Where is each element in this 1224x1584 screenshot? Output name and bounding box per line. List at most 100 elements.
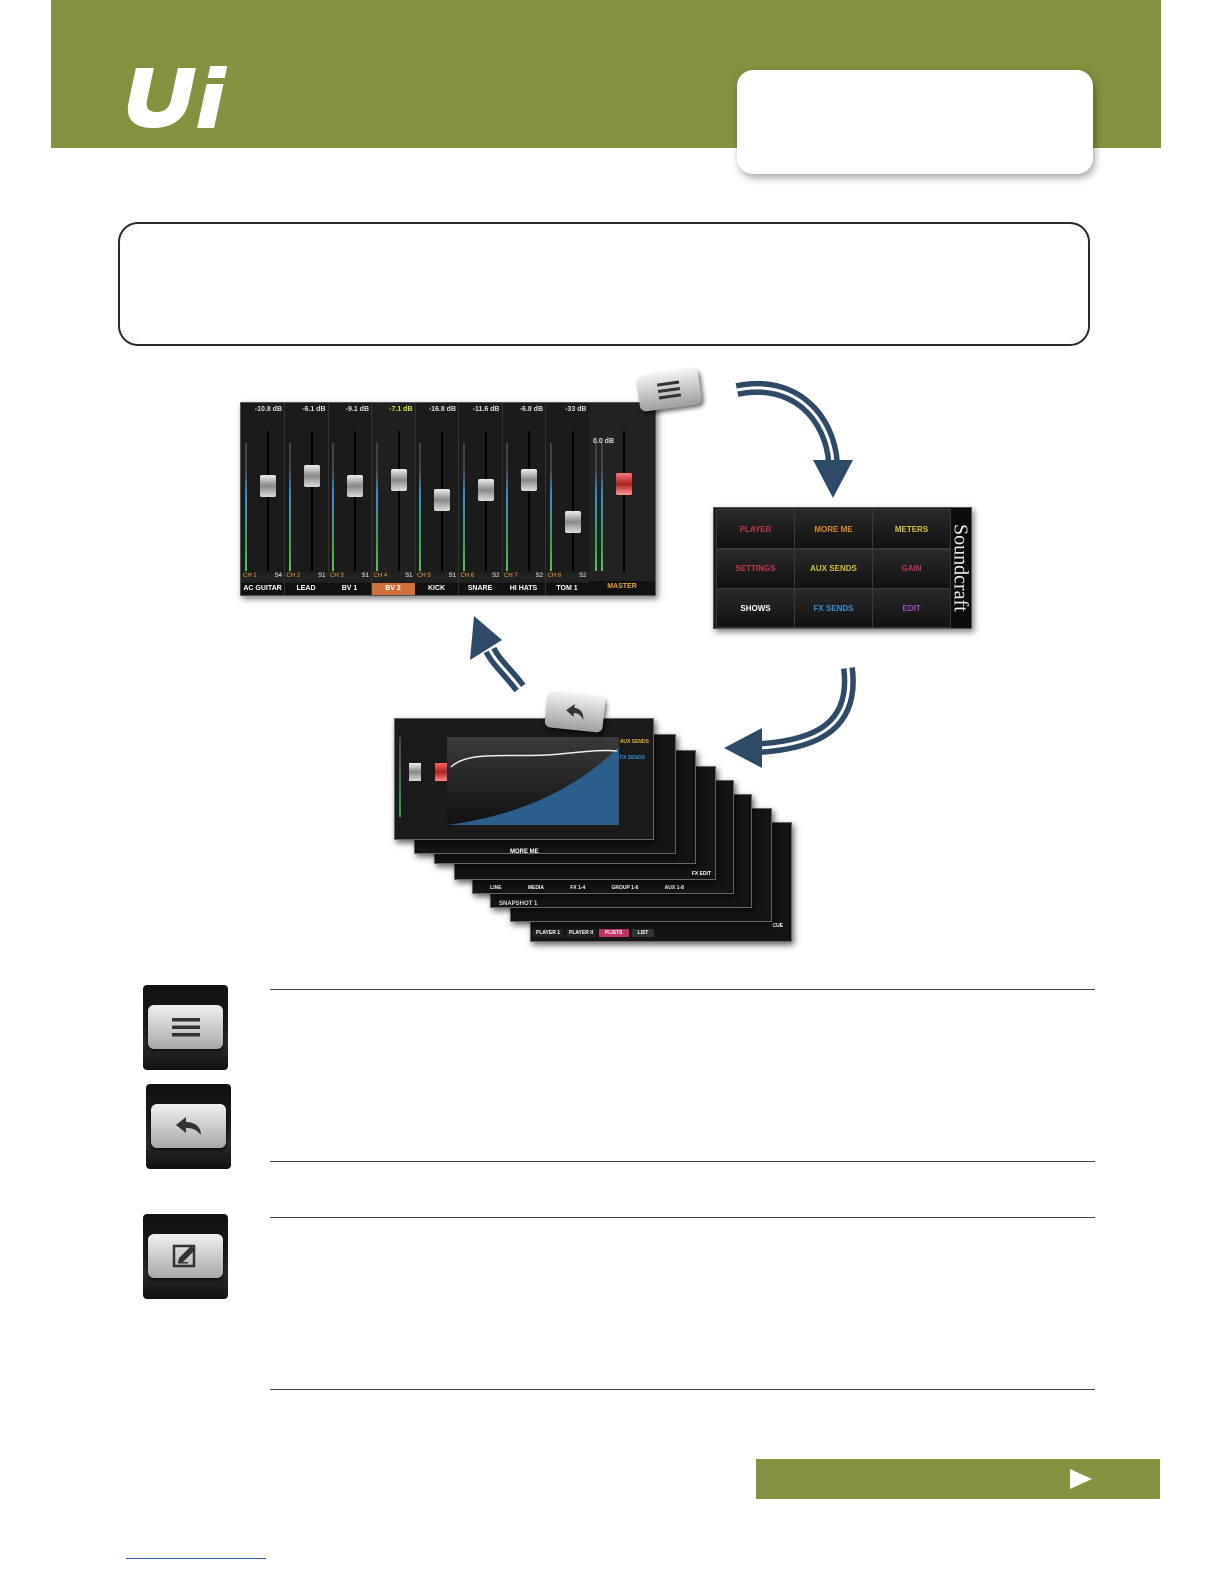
soundcraft-brand: Soundcraft xyxy=(949,508,972,628)
next-arrow-icon[interactable] xyxy=(1068,1468,1094,1490)
channel-number: CH 7 xyxy=(504,573,518,579)
source-tab: MEDIA xyxy=(527,885,544,891)
channel-route: S2 xyxy=(492,573,500,579)
channel-route: S4 xyxy=(274,573,282,579)
channel-number-row: CH 5 S1 xyxy=(415,573,458,582)
note-box xyxy=(118,222,1090,346)
screen-stack: PLAYER 1 PLAYER II PLISTS LIST CUE SNAPS… xyxy=(390,690,800,955)
channel-db-readout: -10.8 dB xyxy=(254,405,282,413)
channel-number-row: CH 1 S4 xyxy=(241,573,284,582)
channel-name[interactable]: LEAD VOCAL xyxy=(284,583,328,595)
mixer-channel-strip[interactable]: -7.1 dB CH 4 S1 BV 2 xyxy=(371,403,416,595)
channel-number: CH 3 xyxy=(330,573,344,579)
fader-track xyxy=(397,431,400,571)
mixer-channel-strip[interactable]: -10.8 dB CH 1 S4 AC GUITAR xyxy=(241,403,285,595)
menu-button-icon-tile xyxy=(143,985,228,1070)
menu-item-meters[interactable]: METERS xyxy=(872,509,951,549)
menu-item-player[interactable]: PLAYER xyxy=(716,509,795,549)
channel-number-row: CH 7 S2 xyxy=(502,573,545,582)
fader-track xyxy=(484,431,487,571)
master-meter-left xyxy=(595,443,597,571)
channel-number: CH 4 xyxy=(373,573,388,579)
master-fader-track xyxy=(623,431,625,571)
channel-db-readout: -6.8 dB xyxy=(519,405,543,413)
back-arrow-icon xyxy=(566,703,584,720)
divider-1 xyxy=(270,989,1095,990)
menu-icon xyxy=(656,380,682,400)
menu-item-settings[interactable]: SETTINGS xyxy=(716,548,795,589)
menu-button-callout xyxy=(635,367,703,413)
master-fader-cap[interactable] xyxy=(616,473,632,495)
menu-item-gain[interactable]: GAIN xyxy=(872,548,951,589)
channel-meter xyxy=(245,443,247,571)
master-meter-right xyxy=(601,443,603,571)
source-tab: GROUP 1-6 xyxy=(611,885,639,891)
arrow-to-mixer-icon xyxy=(470,616,526,693)
channel-db-readout: -6.1 dB xyxy=(302,405,326,413)
channel-route: S2 xyxy=(535,573,543,579)
back-button-icon-tile xyxy=(146,1084,231,1169)
edit-icon xyxy=(172,1244,195,1268)
channel-db-readout: -7.1 dB xyxy=(389,405,413,413)
channel-name[interactable]: HI HATS xyxy=(502,583,545,595)
channel-name[interactable]: BV 2 xyxy=(371,583,415,595)
divider-3 xyxy=(270,1217,1095,1218)
snapshot-label: SNAPSHOT 1 xyxy=(499,901,538,907)
channel-db-readout: -9.1 dB xyxy=(345,405,369,413)
channel-meter xyxy=(332,443,334,571)
arrow-to-menu-icon xyxy=(735,380,853,498)
fader-track xyxy=(310,431,313,571)
divider-4 xyxy=(270,1389,1095,1390)
fader-cap[interactable] xyxy=(477,479,494,501)
fader-cap[interactable] xyxy=(434,489,450,511)
channel-meter xyxy=(549,443,552,571)
mixer-channel-strip[interactable]: -6.8 dB CH 7 S2 HI HATS xyxy=(502,403,546,595)
section-title-box xyxy=(737,70,1093,174)
channel-db-readout: -16.8 dB xyxy=(428,405,456,413)
channel-number: CH 1 xyxy=(243,573,257,579)
channel-name[interactable]: AC GUITAR xyxy=(241,583,284,595)
fx-edit-label: FX EDIT xyxy=(691,871,711,877)
master-db-readout: 0.0 dB xyxy=(593,437,615,445)
fader-cap[interactable] xyxy=(260,475,276,497)
menu-item-fx-sends[interactable]: FX SENDS xyxy=(794,588,873,628)
menu-item-aux-sends[interactable]: AUX SENDS xyxy=(794,548,873,589)
channel-name[interactable]: KICK xyxy=(415,583,458,595)
channel-number: CH 2 xyxy=(286,573,301,579)
menu-item-edit[interactable]: EDIT xyxy=(872,588,951,628)
fader-track xyxy=(267,431,269,571)
fader-cap[interactable] xyxy=(347,475,363,497)
channel-route: S1 xyxy=(405,573,413,579)
cue-label: CUE xyxy=(772,923,783,929)
fader-cap[interactable] xyxy=(390,469,407,491)
menu-item-shows[interactable]: SHOWS xyxy=(716,588,795,628)
channel-name[interactable]: SNARE xyxy=(458,583,502,595)
channel-meter xyxy=(375,443,378,571)
menu-icon xyxy=(171,1018,200,1037)
eq-curve xyxy=(447,747,619,825)
back-button-graphic xyxy=(151,1104,226,1148)
master-strip[interactable]: 0.0 dB MASTER xyxy=(589,403,655,595)
channel-number: CH 5 xyxy=(417,573,431,579)
back-arrow-icon xyxy=(175,1117,201,1135)
fader-cap[interactable] xyxy=(564,511,581,533)
menu-item-more-me[interactable]: MORE ME xyxy=(794,509,873,549)
edit-button-icon-tile xyxy=(143,1214,228,1299)
fader-cap[interactable] xyxy=(303,465,320,487)
channel-name[interactable]: BV 1 xyxy=(328,583,371,595)
next-page-bar[interactable] xyxy=(756,1459,1160,1499)
channel-meter xyxy=(506,443,508,571)
master-name[interactable]: MASTER xyxy=(589,581,655,595)
ui-logo xyxy=(120,58,250,135)
fader-cap[interactable] xyxy=(521,469,537,491)
channel-route: S1 xyxy=(448,573,456,579)
channel-name[interactable]: TOM 1 xyxy=(545,583,589,595)
